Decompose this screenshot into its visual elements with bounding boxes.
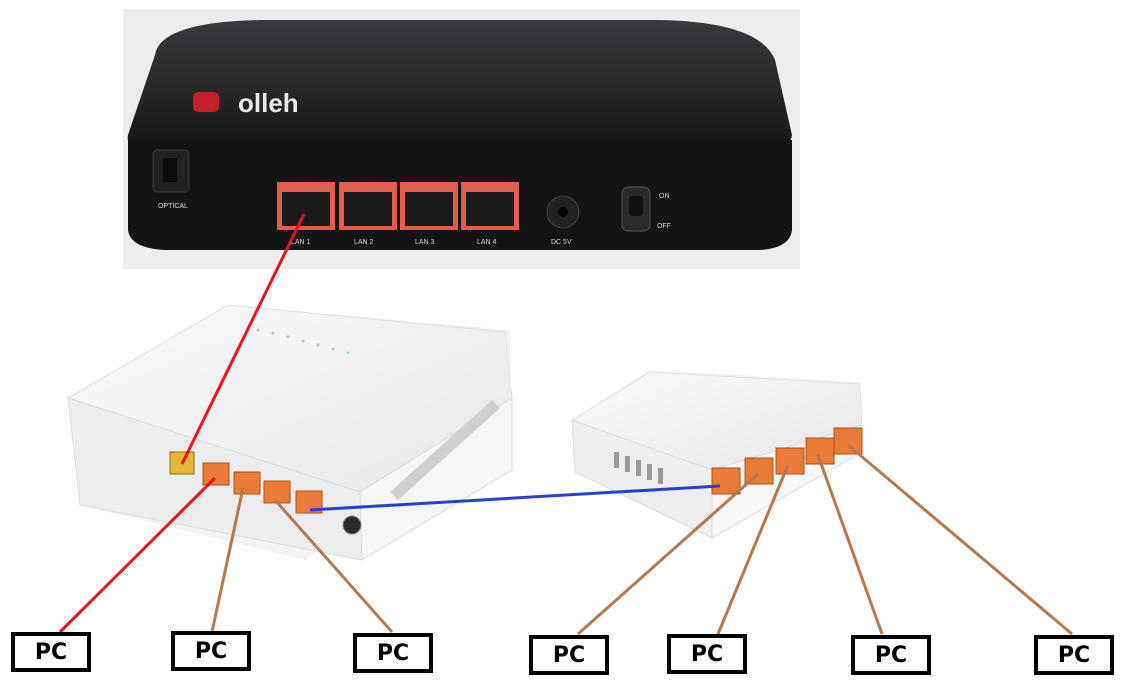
- pc-box-3: PC: [353, 633, 433, 673]
- power-switch-toggle: [629, 196, 643, 216]
- cable-pc-1: [58, 476, 217, 634]
- switch-small: [570, 370, 863, 539]
- pc-box-6: PC: [851, 635, 931, 675]
- switch-off-label: OFF: [657, 223, 671, 230]
- switch-large-port-3: [263, 480, 291, 504]
- cable-switch-to-switch: [309, 484, 721, 512]
- router-lan-label-3: LAN 3: [415, 239, 435, 246]
- router-lan-port-1: LAN 1: [277, 182, 335, 246]
- pc-box-5: PC: [667, 634, 747, 674]
- switch-large-leds: [256, 328, 350, 355]
- switch-on-label: ON: [659, 193, 670, 200]
- router-top-surface: [127, 20, 792, 152]
- switch-small-vents: [614, 452, 663, 484]
- cable-pc-7: [847, 443, 1073, 636]
- power-label: DC 5V: [551, 239, 572, 246]
- dc-power-jack-pin: [558, 207, 568, 217]
- router-brand-text: olleh: [238, 88, 299, 118]
- cable-pc-4: [577, 472, 759, 636]
- pc-box-4: PC: [529, 635, 609, 675]
- router-lan-ports: LAN 1 LAN 2 LAN 3 LAN 4: [277, 182, 519, 246]
- router-front-face: [128, 140, 792, 250]
- router-lan-label-1: LAN 1: [291, 239, 311, 246]
- router-device: olleh OPTICAL LAN 1 LAN 2 LAN 3: [123, 9, 800, 269]
- cables: [58, 213, 1073, 636]
- cable-pc-2: [210, 487, 245, 633]
- router-lan-port-4: LAN 4: [461, 182, 519, 246]
- switch-large-power-jack: [342, 515, 362, 535]
- router-lan-port-2: LAN 2: [339, 182, 397, 246]
- optical-label: OPTICAL: [158, 203, 188, 210]
- pc-box-2: PC: [171, 631, 251, 671]
- switch-large-port-1: [202, 462, 230, 486]
- switch-small-port-3: [775, 447, 805, 475]
- switch-large-grille: [390, 400, 500, 500]
- switch-small-port-1: [711, 467, 741, 495]
- cable-router-to-switch: [180, 213, 306, 465]
- router-logo-mark: [193, 92, 219, 112]
- router-lan-label-2: LAN 2: [354, 239, 374, 246]
- switch-large-port-4: [295, 490, 323, 514]
- switch-large-port-2: [233, 471, 261, 495]
- cable-pc-6: [816, 454, 884, 635]
- cable-pc-3: [273, 499, 394, 633]
- pc-box-1: PC: [11, 632, 91, 672]
- pc-box-7: PC: [1034, 635, 1114, 675]
- router-lan-port-3: LAN 3: [400, 182, 458, 246]
- switch-small-port-5: [833, 427, 863, 455]
- optical-port-socket: [163, 158, 177, 182]
- router-logo: olleh: [193, 88, 299, 118]
- router-lan-label-4: LAN 4: [477, 239, 497, 246]
- switch-large: [66, 304, 513, 561]
- cable-pc-5: [716, 464, 790, 635]
